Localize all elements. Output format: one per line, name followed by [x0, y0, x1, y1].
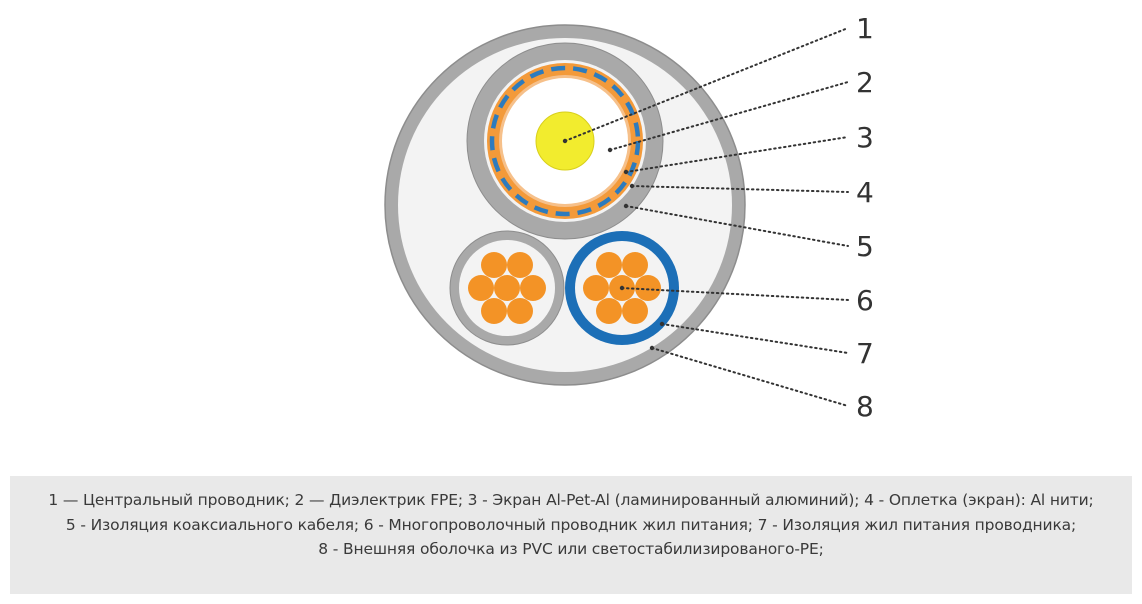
leader-1	[564, 27, 849, 142]
callout-number-7: 7	[856, 337, 874, 370]
callout-leaders	[564, 27, 849, 407]
power-core-left-strands	[468, 252, 546, 324]
leader-4	[631, 185, 849, 193]
leader-2	[609, 81, 849, 151]
callout-dots	[562, 138, 665, 351]
braid-dashes	[489, 65, 641, 217]
callout-number-4: 4	[856, 176, 874, 209]
caption-line-1: 1 — Центральный проводник; 2 — Диэлектри…	[48, 491, 1094, 509]
cable-cross-section-diagram: 1 2 3 4 5 6 7 8	[384, 12, 874, 423]
legend-caption: 1 — Центральный проводник; 2 — Диэлектри…	[10, 476, 1132, 594]
callout-number-8: 8	[856, 390, 874, 423]
caption-line-2: 5 - Изоляция коаксиального кабеля; 6 - М…	[65, 515, 1077, 534]
callout-number-3: 3	[856, 121, 874, 154]
caption-line-3: 8 - Внешняя оболочка из PVC или светоста…	[318, 540, 824, 558]
leader-7	[661, 323, 849, 354]
leader-8	[651, 347, 849, 407]
callout-number-2: 2	[856, 66, 874, 99]
leader-3	[625, 136, 849, 173]
power-core-right-strands	[583, 252, 661, 324]
power-core-left	[449, 230, 565, 346]
callout-number-5: 5	[856, 230, 874, 263]
callout-number-6: 6	[856, 284, 874, 317]
callout-numbers: 1 2 3 4 5 6 7 8	[856, 12, 874, 423]
callout-number-1: 1	[856, 12, 874, 45]
